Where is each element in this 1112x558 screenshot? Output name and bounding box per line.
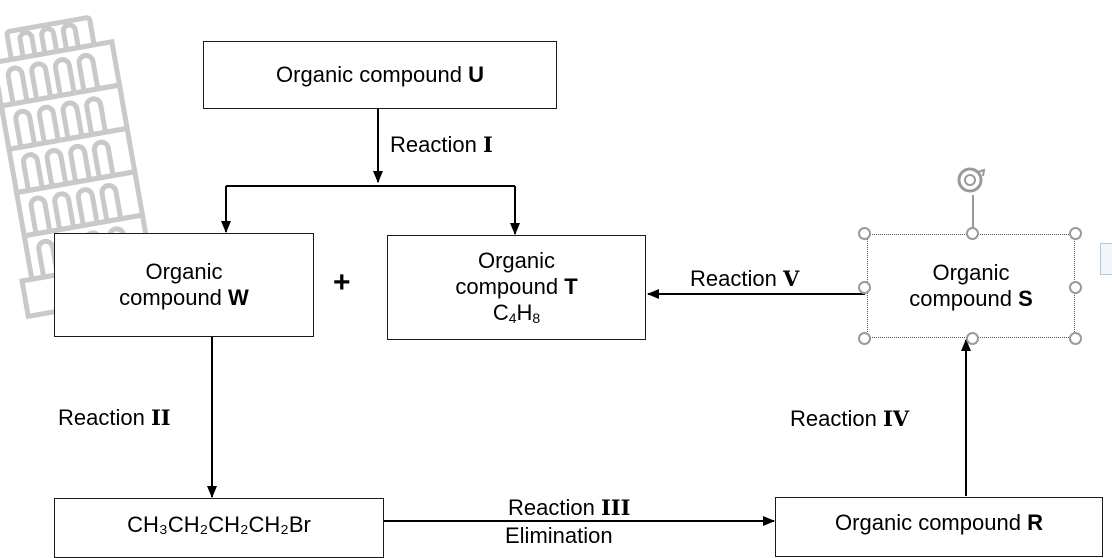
layout-options-button[interactable] xyxy=(1100,243,1112,275)
reaction-iii-note: Elimination xyxy=(505,523,613,548)
compound-w-letter: W xyxy=(228,285,249,310)
reaction-i-label: Reaction I xyxy=(390,132,493,157)
compound-r-letter: R xyxy=(1027,510,1043,535)
compound-s-box[interactable]: Organic compound S xyxy=(867,234,1075,338)
resize-handle-left[interactable] xyxy=(858,281,871,294)
compound-t-letter: T xyxy=(564,274,578,300)
resize-handle-bottom[interactable] xyxy=(966,332,979,345)
resize-handle-bottom-left[interactable] xyxy=(858,332,871,345)
bromide-formula: CH₃CH₂CH₂CH₂Br xyxy=(127,512,311,537)
compound-s-letter: S xyxy=(1018,286,1033,311)
compound-t-formula: C4H8 xyxy=(492,300,541,327)
reaction-v-label: Reaction V xyxy=(690,266,800,291)
resize-handle-right[interactable] xyxy=(1069,281,1082,294)
compound-t-line2: compound T xyxy=(455,274,578,300)
compound-u-box[interactable]: Organic compound U xyxy=(203,41,557,109)
compound-t-box[interactable]: Organic compound T C4H8 xyxy=(387,235,646,340)
resize-handle-bottom-right[interactable] xyxy=(1069,332,1082,345)
compound-u-letter: U xyxy=(468,61,484,87)
reaction-iii-label: Reaction III xyxy=(508,495,631,520)
compound-u-label: Organic compound U xyxy=(276,61,484,87)
compound-r-label: Organic compound R xyxy=(835,510,1043,535)
compound-w-line2: compound W xyxy=(119,285,249,310)
reaction-iv-label: Reaction IV xyxy=(790,406,910,431)
resize-handle-top[interactable] xyxy=(966,227,979,240)
resize-handle-top-right[interactable] xyxy=(1069,227,1082,240)
plus-sign: + xyxy=(333,266,351,299)
reaction-ii-label: Reaction II xyxy=(58,405,171,430)
resize-handle-top-left[interactable] xyxy=(858,227,871,240)
compound-s-line1: Organic xyxy=(932,259,1010,285)
compound-t-line1: Organic xyxy=(477,247,556,273)
compound-w-line1: Organic xyxy=(145,258,223,284)
leaning-tower-icon xyxy=(0,15,170,320)
compound-s-line2: compound S xyxy=(909,286,1033,311)
compound-w-box[interactable]: Organic compound W xyxy=(54,233,314,337)
